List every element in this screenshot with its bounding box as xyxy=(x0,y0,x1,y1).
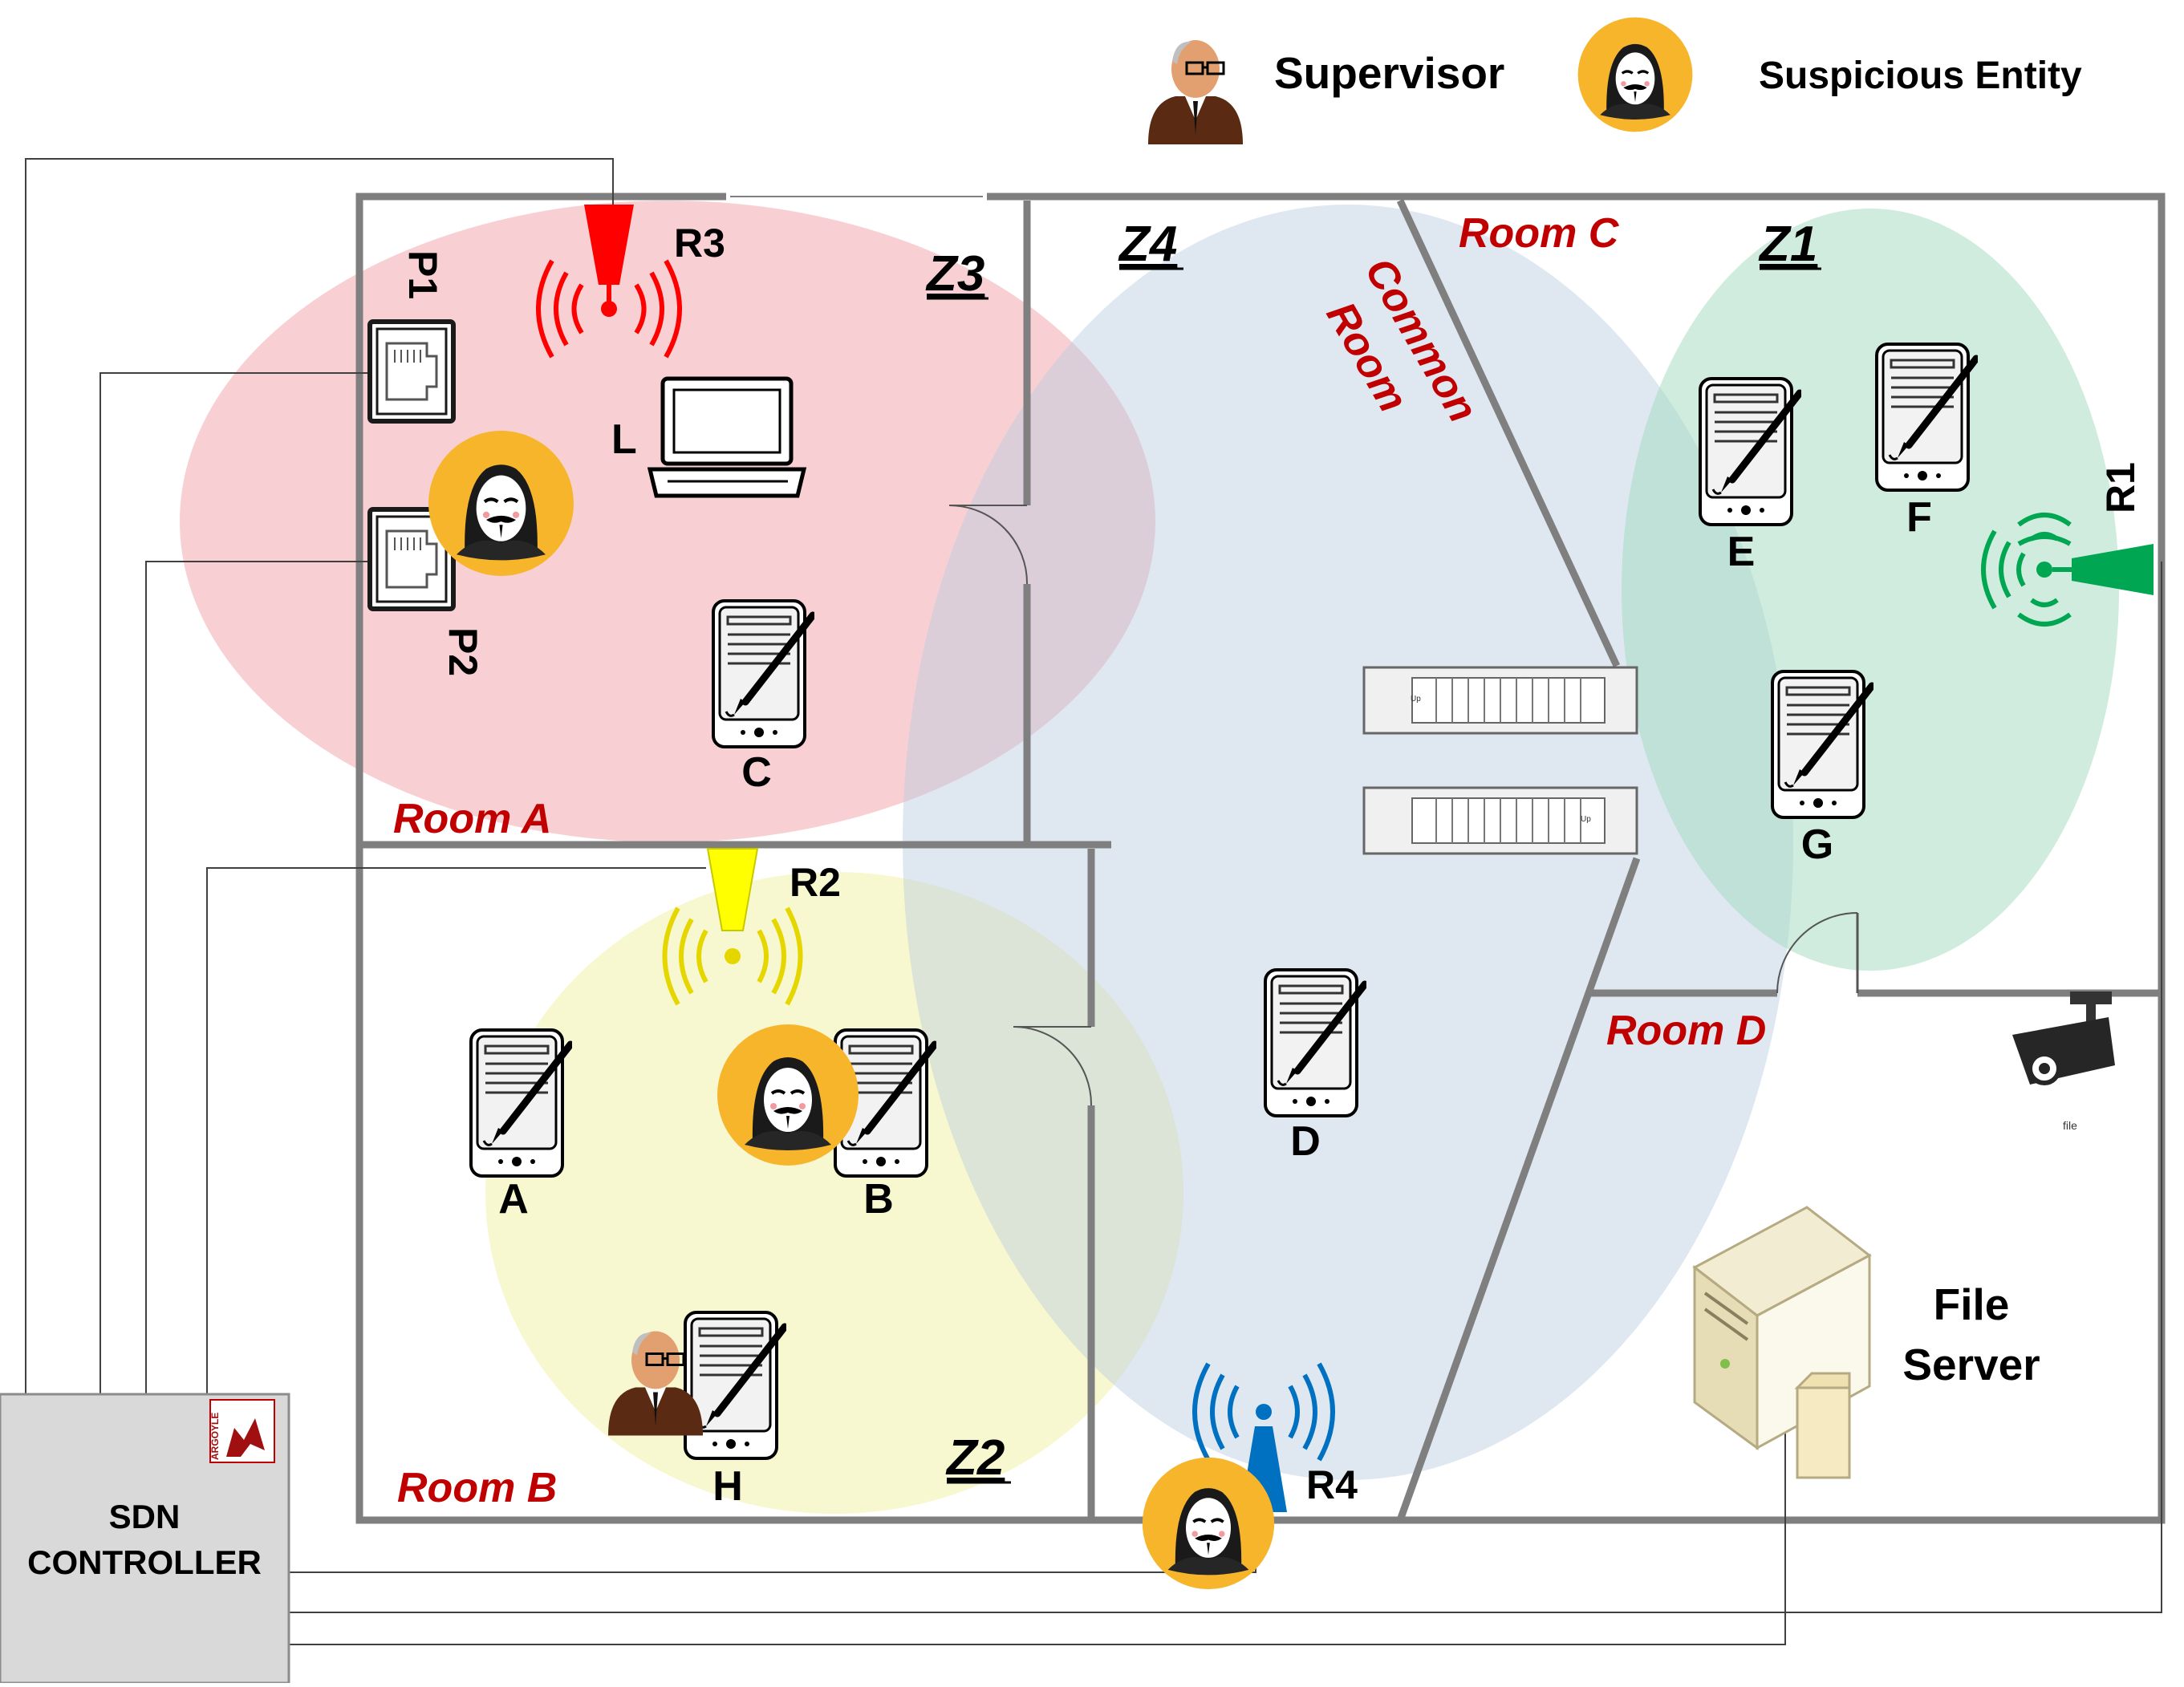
suspicious-entity-room-b-icon xyxy=(716,1023,860,1167)
suspicious-entity-room-a-icon xyxy=(428,431,574,576)
zone-z4-label: Z4 xyxy=(1118,217,1177,272)
file-server-icon xyxy=(1692,1206,1872,1479)
device-f-label: F xyxy=(1906,494,1932,541)
network-port-p1-icon xyxy=(370,322,453,421)
controller-logo-text: ARGOYLE xyxy=(209,1413,221,1460)
room-d-label: Room D xyxy=(1606,1008,1766,1054)
file-server-label-line1: File xyxy=(1934,1279,2010,1329)
device-g-label: G xyxy=(1801,821,1833,868)
zone-z1 xyxy=(1622,209,2119,971)
room-c-label: Room C xyxy=(1459,210,1620,257)
tablet-g-icon xyxy=(1772,671,1872,817)
port-p1-label: P1 xyxy=(400,250,445,299)
legend-suspicious-label: Suspicious Entity xyxy=(1759,55,2082,97)
laptop-icon xyxy=(647,376,807,498)
device-l-label: L xyxy=(611,416,637,463)
sdn-controller-box: ARGOYLE SDN CONTROLLER xyxy=(0,1393,290,1685)
device-c-label: C xyxy=(741,749,772,796)
escalators: Up Up xyxy=(1362,666,1638,855)
legend-supervisor-label: Supervisor xyxy=(1274,48,1504,98)
reader-r2 xyxy=(662,848,803,1006)
reader-r3 xyxy=(536,205,682,359)
suspicious-entity-entrance-icon xyxy=(1141,1456,1276,1591)
device-a-label: A xyxy=(498,1176,529,1223)
camera-caption: file xyxy=(2063,1119,2077,1132)
security-camera-icon xyxy=(2012,992,2115,1085)
device-d-label: D xyxy=(1290,1118,1321,1165)
device-e-label: E xyxy=(1727,529,1756,575)
device-h-label: H xyxy=(712,1463,743,1510)
escalator-up-label-2: Up xyxy=(1581,815,1591,824)
anonymous-mask-icon xyxy=(1577,16,1694,133)
room-b-label: Room B xyxy=(397,1465,557,1511)
escalator-up-label: Up xyxy=(1411,695,1421,704)
gargoyle-logo-icon xyxy=(226,1418,265,1457)
tablet-f-icon xyxy=(1877,344,1976,490)
tablet-d-icon xyxy=(1265,970,1365,1116)
tablet-e-icon xyxy=(1700,379,1800,525)
zone-z2-label: Z2 xyxy=(945,1430,1005,1486)
zone-z3-label: Z3 xyxy=(925,246,984,302)
controller-label-line1: SDN xyxy=(109,1498,181,1535)
supervisor-icon xyxy=(1147,39,1244,144)
tablet-h-icon xyxy=(685,1312,785,1458)
reader-r3-label: R3 xyxy=(674,221,725,266)
reader-r2-label: R2 xyxy=(790,860,841,905)
room-a-label: Room A xyxy=(393,796,551,842)
file-server-label-line2: Server xyxy=(1902,1340,2040,1389)
reader-r4-label: R4 xyxy=(1306,1462,1358,1507)
device-b-label: B xyxy=(863,1176,894,1223)
tablet-a-icon xyxy=(471,1030,570,1176)
argoyle-logo xyxy=(209,1399,275,1463)
controller-label-line2: CONTROLLER xyxy=(27,1543,262,1581)
reader-r1 xyxy=(1981,513,2154,627)
zone-z1-label: Z1 xyxy=(1758,217,1817,272)
reader-r1-label: R1 xyxy=(2098,462,2143,513)
port-p2-label: P2 xyxy=(440,627,485,676)
tablet-c-icon xyxy=(713,601,813,747)
zone-z4 xyxy=(903,205,1793,1480)
